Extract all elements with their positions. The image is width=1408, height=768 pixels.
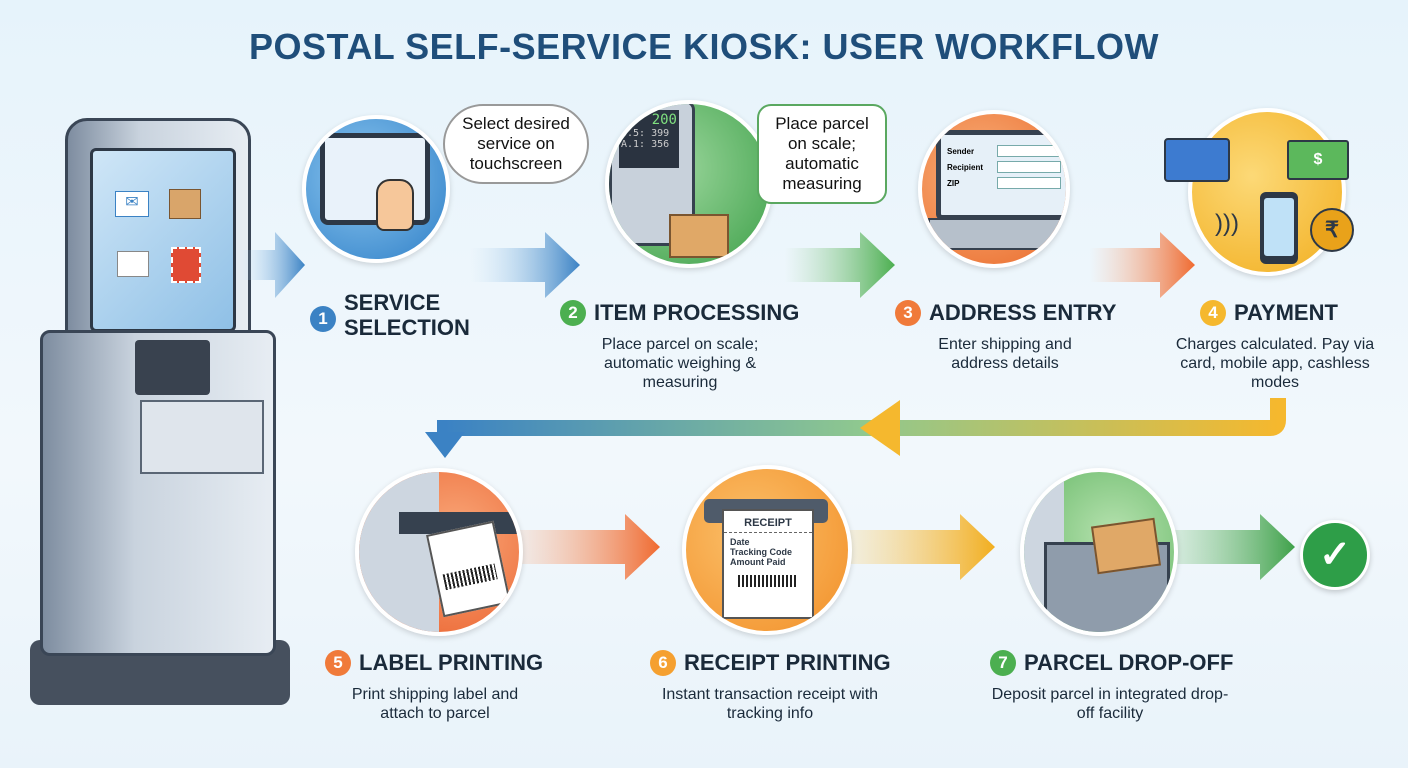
keypad [135, 340, 210, 395]
step-4-label: 4 PAYMENT [1200, 300, 1338, 326]
arrow-step-3-to-4 [1090, 232, 1195, 298]
contactless-icon: ))) [1215, 210, 1239, 237]
step-2-description: Place parcel on scale; automatic weighin… [601, 336, 759, 391]
step-number: 6 [650, 650, 676, 676]
envelope-icon: ✉ [115, 191, 149, 217]
step-2-speech-bubble: Place parcel on scale; automatic measuri… [757, 104, 887, 204]
step-2-illustration: 200 6.5: 399 A.1: 356 [605, 100, 773, 268]
step-6-label: 6 RECEIPT PRINTING [650, 650, 891, 676]
rupee-coin-icon: ₹ [1310, 208, 1354, 252]
step-title: ADDRESS ENTRY [929, 300, 1117, 325]
step-number: 7 [990, 650, 1016, 676]
step-7-illustration [1020, 468, 1178, 636]
box-icon [169, 189, 201, 219]
arrow-step-6-to-7 [845, 514, 995, 580]
step-number: 5 [325, 650, 351, 676]
step-title: RECEIPT PRINTING [684, 650, 891, 675]
step-7-description: Deposit parcel in integrated drop-off fa… [991, 686, 1229, 722]
arrow-step-5-to-6 [520, 514, 660, 580]
step-3-illustration: Sender Recipient ZIP [918, 110, 1070, 268]
scale-display: 200 6.5: 399 A.1: 356 [619, 110, 679, 168]
cash-icon: $ [1287, 140, 1349, 180]
receipt: RECEIPT Date Tracking Code Amount Paid [722, 509, 814, 619]
check-icon: ✓ [1300, 520, 1370, 590]
step-number: 2 [560, 300, 586, 326]
mobile-phone-icon [1260, 192, 1298, 264]
step-title-line: SERVICE [344, 290, 441, 315]
parcel-box-icon [1090, 517, 1162, 575]
step-6-illustration: RECEIPT Date Tracking Code Amount Paid [682, 465, 852, 635]
hand-icon [376, 179, 414, 231]
credit-card-icon [1164, 138, 1230, 182]
return-arrow [425, 398, 1286, 458]
step-6-description: Instant transaction receipt with trackin… [661, 686, 879, 722]
step-5-illustration [355, 468, 523, 636]
arrow-step-2-to-3 [785, 232, 895, 298]
step-title: ITEM PROCESSING [594, 300, 800, 325]
parcel-box-icon [669, 214, 729, 258]
step-3-description: Enter shipping and address details [938, 336, 1072, 372]
step-3-label: 3 ADDRESS ENTRY [895, 300, 1116, 326]
step-2-label: 2 ITEM PROCESSING [560, 300, 799, 326]
step-4-description: Charges calculated. Pay via card, mobile… [1175, 336, 1375, 391]
step-number: 1 [310, 306, 336, 332]
step-7-label: 7 PARCEL DROP-OFF [990, 650, 1233, 676]
keyboard-icon [928, 218, 1066, 250]
step-title: LABEL PRINTING [359, 650, 544, 675]
step-1-speech-bubble: Select desired service on touchscreen [443, 104, 589, 184]
kiosk-screen: ✉ [90, 148, 236, 332]
step-5-description: Print shipping label and attach to parce… [351, 686, 519, 722]
step-1-illustration [302, 115, 450, 263]
page-title: POSTAL SELF-SERVICE KIOSK: USER WORKFLOW [248, 26, 1160, 67]
step-number: 3 [895, 300, 921, 326]
step-title: PARCEL DROP-OFF [1024, 650, 1234, 675]
step-title-line: SELECTION [344, 315, 470, 340]
step-number: 4 [1200, 300, 1226, 326]
letter-icon [117, 251, 149, 277]
arrow-step-1-to-2 [470, 232, 580, 298]
arrow-step-7-to-done [1160, 514, 1295, 580]
stamp-icon [171, 247, 201, 283]
step-title: PAYMENT [1234, 300, 1338, 325]
arrow-kiosk-to-step-1 [240, 232, 305, 298]
laptop-form: Sender Recipient ZIP [936, 130, 1066, 220]
printer-slot [140, 400, 264, 474]
step-5-label: 5 LABEL PRINTING [325, 650, 543, 676]
